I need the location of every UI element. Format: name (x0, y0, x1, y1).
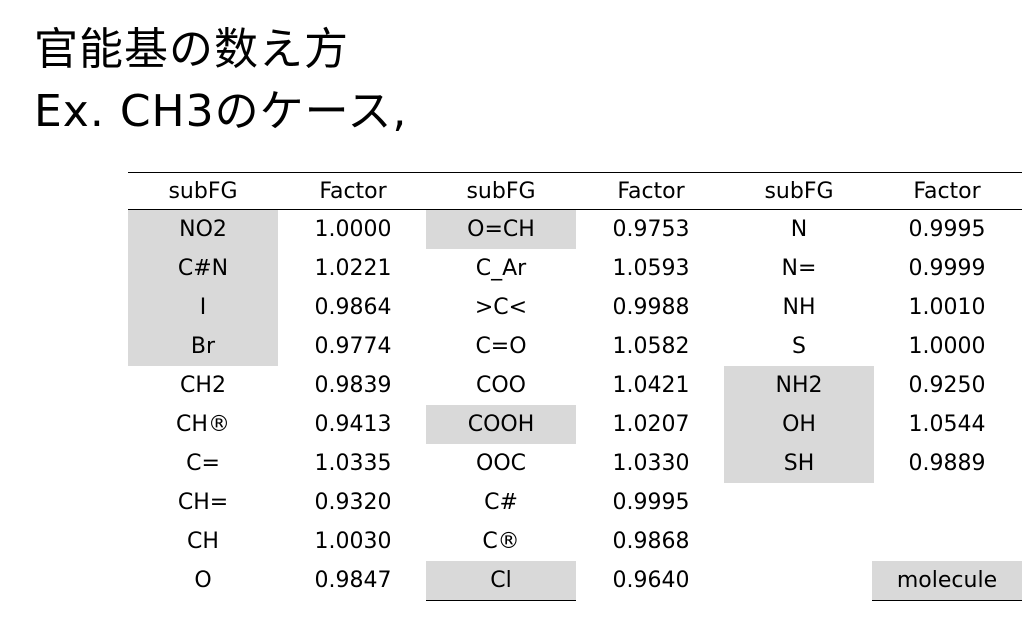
header-divider (128, 209, 1022, 210)
cell-subfg: SH (724, 444, 874, 483)
cell-subfg: N= (781, 256, 817, 281)
table-row: I 0.9864 >C< 0.9988 NH 1.0010 (128, 288, 1022, 327)
cell-factor: 0.9413 (314, 412, 392, 437)
cell-factor: 0.9889 (908, 451, 986, 476)
cell-subfg: C= (186, 451, 220, 476)
cell-factor: 1.0544 (908, 412, 986, 437)
cell-subfg: C_Ar (475, 256, 527, 281)
cell-factor: 1.0582 (612, 334, 690, 359)
cell-factor: 0.9250 (908, 373, 986, 398)
table-row: CH® 0.9413 COOH 1.0207 OH 1.0544 (128, 405, 1022, 444)
cell-subfg: C® (482, 529, 520, 554)
header-factor-1: Factor (319, 179, 387, 204)
cell-factor: 0.9995 (612, 490, 690, 515)
cell-factor: 0.9847 (314, 568, 392, 593)
cell-factor: 1.0330 (612, 451, 690, 476)
cell-factor: 0.9995 (908, 217, 986, 242)
cell-factor: 0.9999 (908, 256, 986, 281)
header-subfg-3: subFG (764, 179, 834, 204)
cell-subfg: CH= (177, 490, 229, 515)
cell-subfg: OH (724, 405, 874, 444)
cell-subfg: I (128, 288, 278, 327)
cell-factor: 0.9774 (314, 334, 392, 359)
cell-subfg: S (792, 334, 806, 359)
cell-factor: 1.0000 (908, 334, 986, 359)
table-row: CH2 0.9839 COO 1.0421 NH2 0.9250 (128, 366, 1022, 405)
table-row: C= 1.0335 OOC 1.0330 SH 0.9889 (128, 444, 1022, 483)
cell-subfg: NO2 (128, 210, 278, 249)
cell-subfg: Br (128, 327, 278, 366)
cell-subfg: NH (782, 295, 816, 320)
slide-subtitle: Ex. CH3のケース, (34, 86, 408, 137)
cell-factor: 0.9988 (612, 295, 690, 320)
cell-factor: 1.0207 (612, 412, 690, 437)
cell-factor: 1.0335 (314, 451, 392, 476)
cell-subfg: O (194, 568, 212, 593)
cell-factor: 1.0000 (314, 217, 392, 242)
table-row: CH= 0.9320 C# 0.9995 (128, 483, 1022, 522)
table-row: C#N 1.0221 C_Ar 1.0593 N= 0.9999 (128, 249, 1022, 288)
cell-subfg: CH2 (180, 373, 226, 398)
cell-factor: 0.9864 (314, 295, 392, 320)
cell-subfg: NH2 (724, 366, 874, 405)
cell-factor: 0.9839 (314, 373, 392, 398)
factor-table: subFG Factor subFG Factor subFG Factor N… (128, 172, 1022, 601)
table-row: NO2 1.0000 O=CH 0.9753 N 0.9995 (128, 210, 1022, 249)
cell-subfg: >C< (474, 295, 528, 320)
cell-subfg: C=O (475, 334, 527, 359)
cell-factor: 1.0010 (908, 295, 986, 320)
cell-subfg: C#N (128, 249, 278, 288)
cell-factor: 0.9640 (612, 568, 690, 593)
header-factor-3: Factor (913, 179, 981, 204)
cell-subfg: Cl (426, 561, 576, 601)
table-row: CH 1.0030 C® 0.9868 (128, 522, 1022, 561)
cell-molecule: molecule (872, 561, 1022, 601)
cell-subfg: CH (187, 529, 219, 554)
cell-factor: 1.0593 (612, 256, 690, 281)
cell-subfg: OOC (476, 451, 526, 476)
cell-factor: 1.0421 (612, 373, 690, 398)
cell-subfg (724, 522, 874, 561)
table-row: O 0.9847 Cl 0.9640 molecule (128, 561, 1022, 601)
cell-factor: 0.9753 (612, 217, 690, 242)
cell-subfg (724, 561, 874, 600)
slide-title: 官能基の数え方 (34, 24, 349, 75)
header-factor-2: Factor (617, 179, 685, 204)
cell-factor: 0.9320 (314, 490, 392, 515)
table-row: Br 0.9774 C=O 1.0582 S 1.0000 (128, 327, 1022, 366)
cell-subfg: N (790, 217, 808, 242)
cell-factor (872, 483, 1022, 522)
header-subfg-1: subFG (168, 179, 238, 204)
table-header-row: subFG Factor subFG Factor subFG Factor (128, 173, 1022, 210)
header-subfg-2: subFG (466, 179, 536, 204)
cell-subfg: CH® (176, 412, 230, 437)
cell-subfg: C# (484, 490, 518, 515)
cell-subfg: COO (476, 373, 526, 398)
cell-subfg: O=CH (426, 210, 576, 249)
cell-factor: 1.0030 (314, 529, 392, 554)
cell-factor (872, 522, 1022, 561)
cell-subfg: COOH (426, 405, 576, 444)
cell-factor: 1.0221 (314, 256, 392, 281)
cell-factor: 0.9868 (612, 529, 690, 554)
cell-subfg (724, 483, 874, 522)
